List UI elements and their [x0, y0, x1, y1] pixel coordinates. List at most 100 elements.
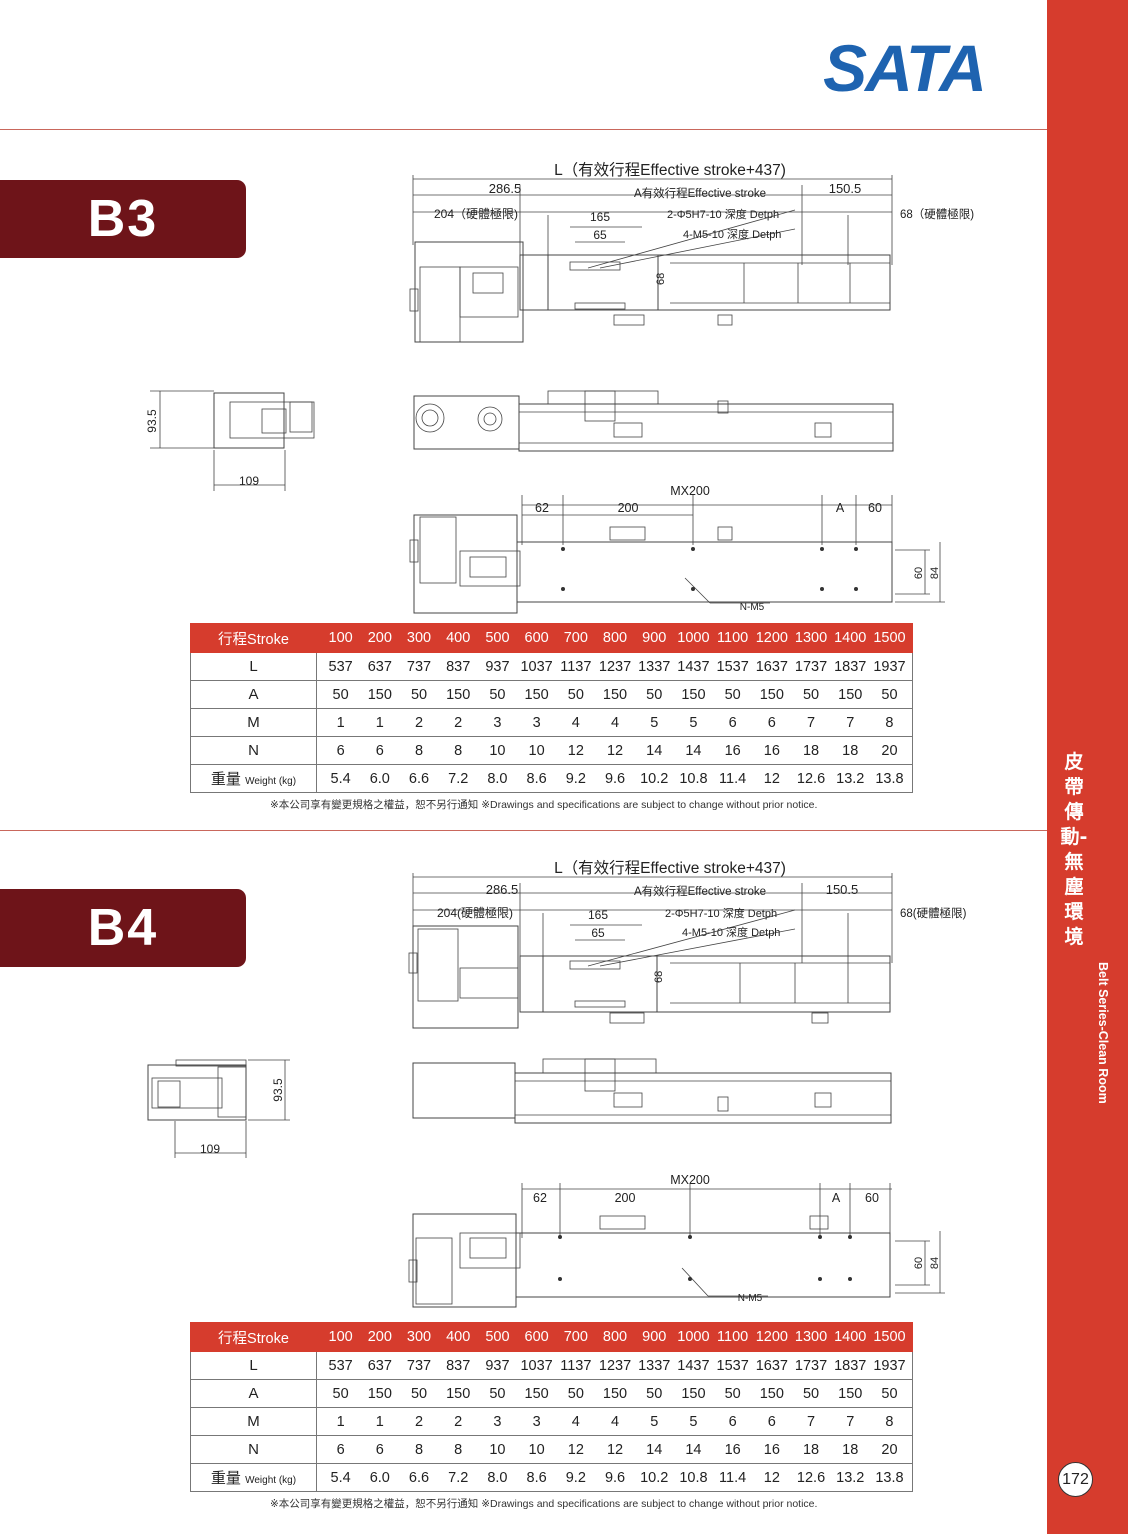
stroke-value: 1500 — [873, 630, 906, 646]
table-cell: 4 — [610, 714, 620, 731]
table-cell: 637 — [367, 1357, 392, 1374]
b3-dim-204: 204（硬體極限) — [434, 206, 518, 221]
b4-dim-165: 165 — [588, 908, 608, 922]
table-cell: 12.6 — [796, 770, 826, 787]
table-cell: 1937 — [873, 1357, 906, 1374]
table-cell: 1537 — [716, 1357, 749, 1374]
stroke-value: 600 — [524, 1329, 549, 1345]
b4-a-stroke: A有效行程Effective stroke — [634, 884, 766, 898]
table-cell: 1237 — [598, 1357, 632, 1374]
table-cell: 20 — [881, 1441, 898, 1458]
table-cell: 13.2 — [836, 1469, 865, 1486]
table-cell: 18 — [842, 742, 859, 759]
table-cell: 1037 — [520, 658, 553, 675]
table-cell: 1137 — [560, 658, 592, 675]
table-cell: 1337 — [638, 658, 671, 675]
stroke-value: 1300 — [794, 1329, 828, 1345]
page-number: 172 — [1058, 1462, 1093, 1497]
table-cell: 12 — [606, 1441, 624, 1458]
table-cell: 50 — [332, 686, 349, 703]
table-cell: 6 — [728, 1413, 737, 1430]
table-cell: 6.6 — [408, 770, 430, 787]
b4-length-label: L（有效行程Effective stroke+437) — [554, 859, 786, 877]
table-cell: 2 — [414, 1413, 424, 1430]
b3-dim-65: 65 — [593, 228, 607, 242]
stroke-value: 900 — [642, 630, 667, 646]
row-label-m: M — [190, 1407, 317, 1436]
table-cell: 18 — [802, 742, 820, 759]
table-cell: 50 — [332, 1385, 349, 1402]
b3-dim-150-5: 150.5 — [829, 181, 862, 196]
b3-screw-note: 4-M5-10 深度 Detph — [683, 227, 781, 241]
b4-dim-150-5: 150.5 — [826, 882, 859, 897]
table-cell: 1 — [375, 714, 384, 731]
b3-dim-60: 60 — [913, 567, 925, 579]
table-cell: 8 — [414, 1441, 424, 1458]
table-cell: 150 — [367, 1385, 392, 1402]
b4-technical-drawing: L（有效行程Effective stroke+437) 286.5 A有效行程E… — [147, 859, 967, 1308]
stroke-value: 1400 — [834, 1329, 867, 1345]
table-cell: 12 — [567, 742, 584, 759]
table-cell: 3 — [493, 714, 502, 731]
b4-dim-a: A — [832, 1191, 841, 1205]
table-cell: 5 — [650, 714, 659, 731]
header-divider — [0, 129, 1047, 130]
table-cell: 10 — [489, 742, 506, 759]
stroke-value: 1400 — [834, 630, 867, 646]
table-cell: 50 — [646, 1385, 663, 1402]
table-cell: 8.6 — [526, 1469, 547, 1486]
table-cell: 50 — [881, 1385, 898, 1402]
table-cell: 10 — [528, 742, 545, 759]
table-cell: 937 — [485, 1357, 510, 1374]
b4-disclaimer: ※本公司享有變更規格之權益，恕不另行通知 ※Drawings and speci… — [270, 1498, 818, 1510]
table-cell: 537 — [328, 1357, 353, 1374]
table-cell: 8.0 — [487, 770, 508, 787]
b3-n-m5: N-M5 — [740, 602, 765, 613]
table-cell: 150 — [524, 686, 549, 703]
table-cell: 12.6 — [796, 1469, 826, 1486]
table-cell: 10 — [528, 1441, 545, 1458]
table-cell: 1137 — [560, 1357, 592, 1374]
stroke-value: 800 — [602, 1329, 628, 1345]
table-cell: 150 — [446, 1385, 471, 1402]
table-cell: 8.0 — [487, 1469, 508, 1486]
stroke-value: 100 — [328, 630, 353, 646]
stroke-value: 500 — [485, 1329, 510, 1345]
sata-logo: SATA — [823, 36, 987, 96]
table-cell: 2 — [454, 1413, 463, 1430]
table-cell: 14 — [685, 742, 702, 759]
table-cell: 150 — [446, 686, 471, 703]
b3-pin-note: 2-Φ5H7-10 深度 Detph — [667, 207, 779, 221]
table-cell: 50 — [646, 686, 663, 703]
b4-n-m5: N-M5 — [738, 1293, 763, 1304]
table-cell: 12 — [763, 1469, 780, 1486]
row-label-a: A — [190, 1379, 317, 1408]
table-cell: 3 — [532, 1413, 541, 1430]
table-cell: 7 — [807, 1413, 816, 1430]
b4-dim-68-limit: 68(硬體極限) — [900, 906, 967, 920]
stroke-value: 200 — [367, 630, 392, 646]
table-cell: 6.0 — [369, 1469, 390, 1486]
category-title-zh: 皮帶傳動-無塵環境 — [1060, 751, 1088, 948]
table-cell: 9.2 — [565, 1469, 586, 1486]
category-title-en: Belt Series-Clean Room — [1096, 962, 1110, 1104]
table-cell: 6 — [336, 1441, 345, 1458]
table-cell: 3 — [493, 1413, 502, 1430]
table-cell: 14 — [685, 1441, 702, 1458]
